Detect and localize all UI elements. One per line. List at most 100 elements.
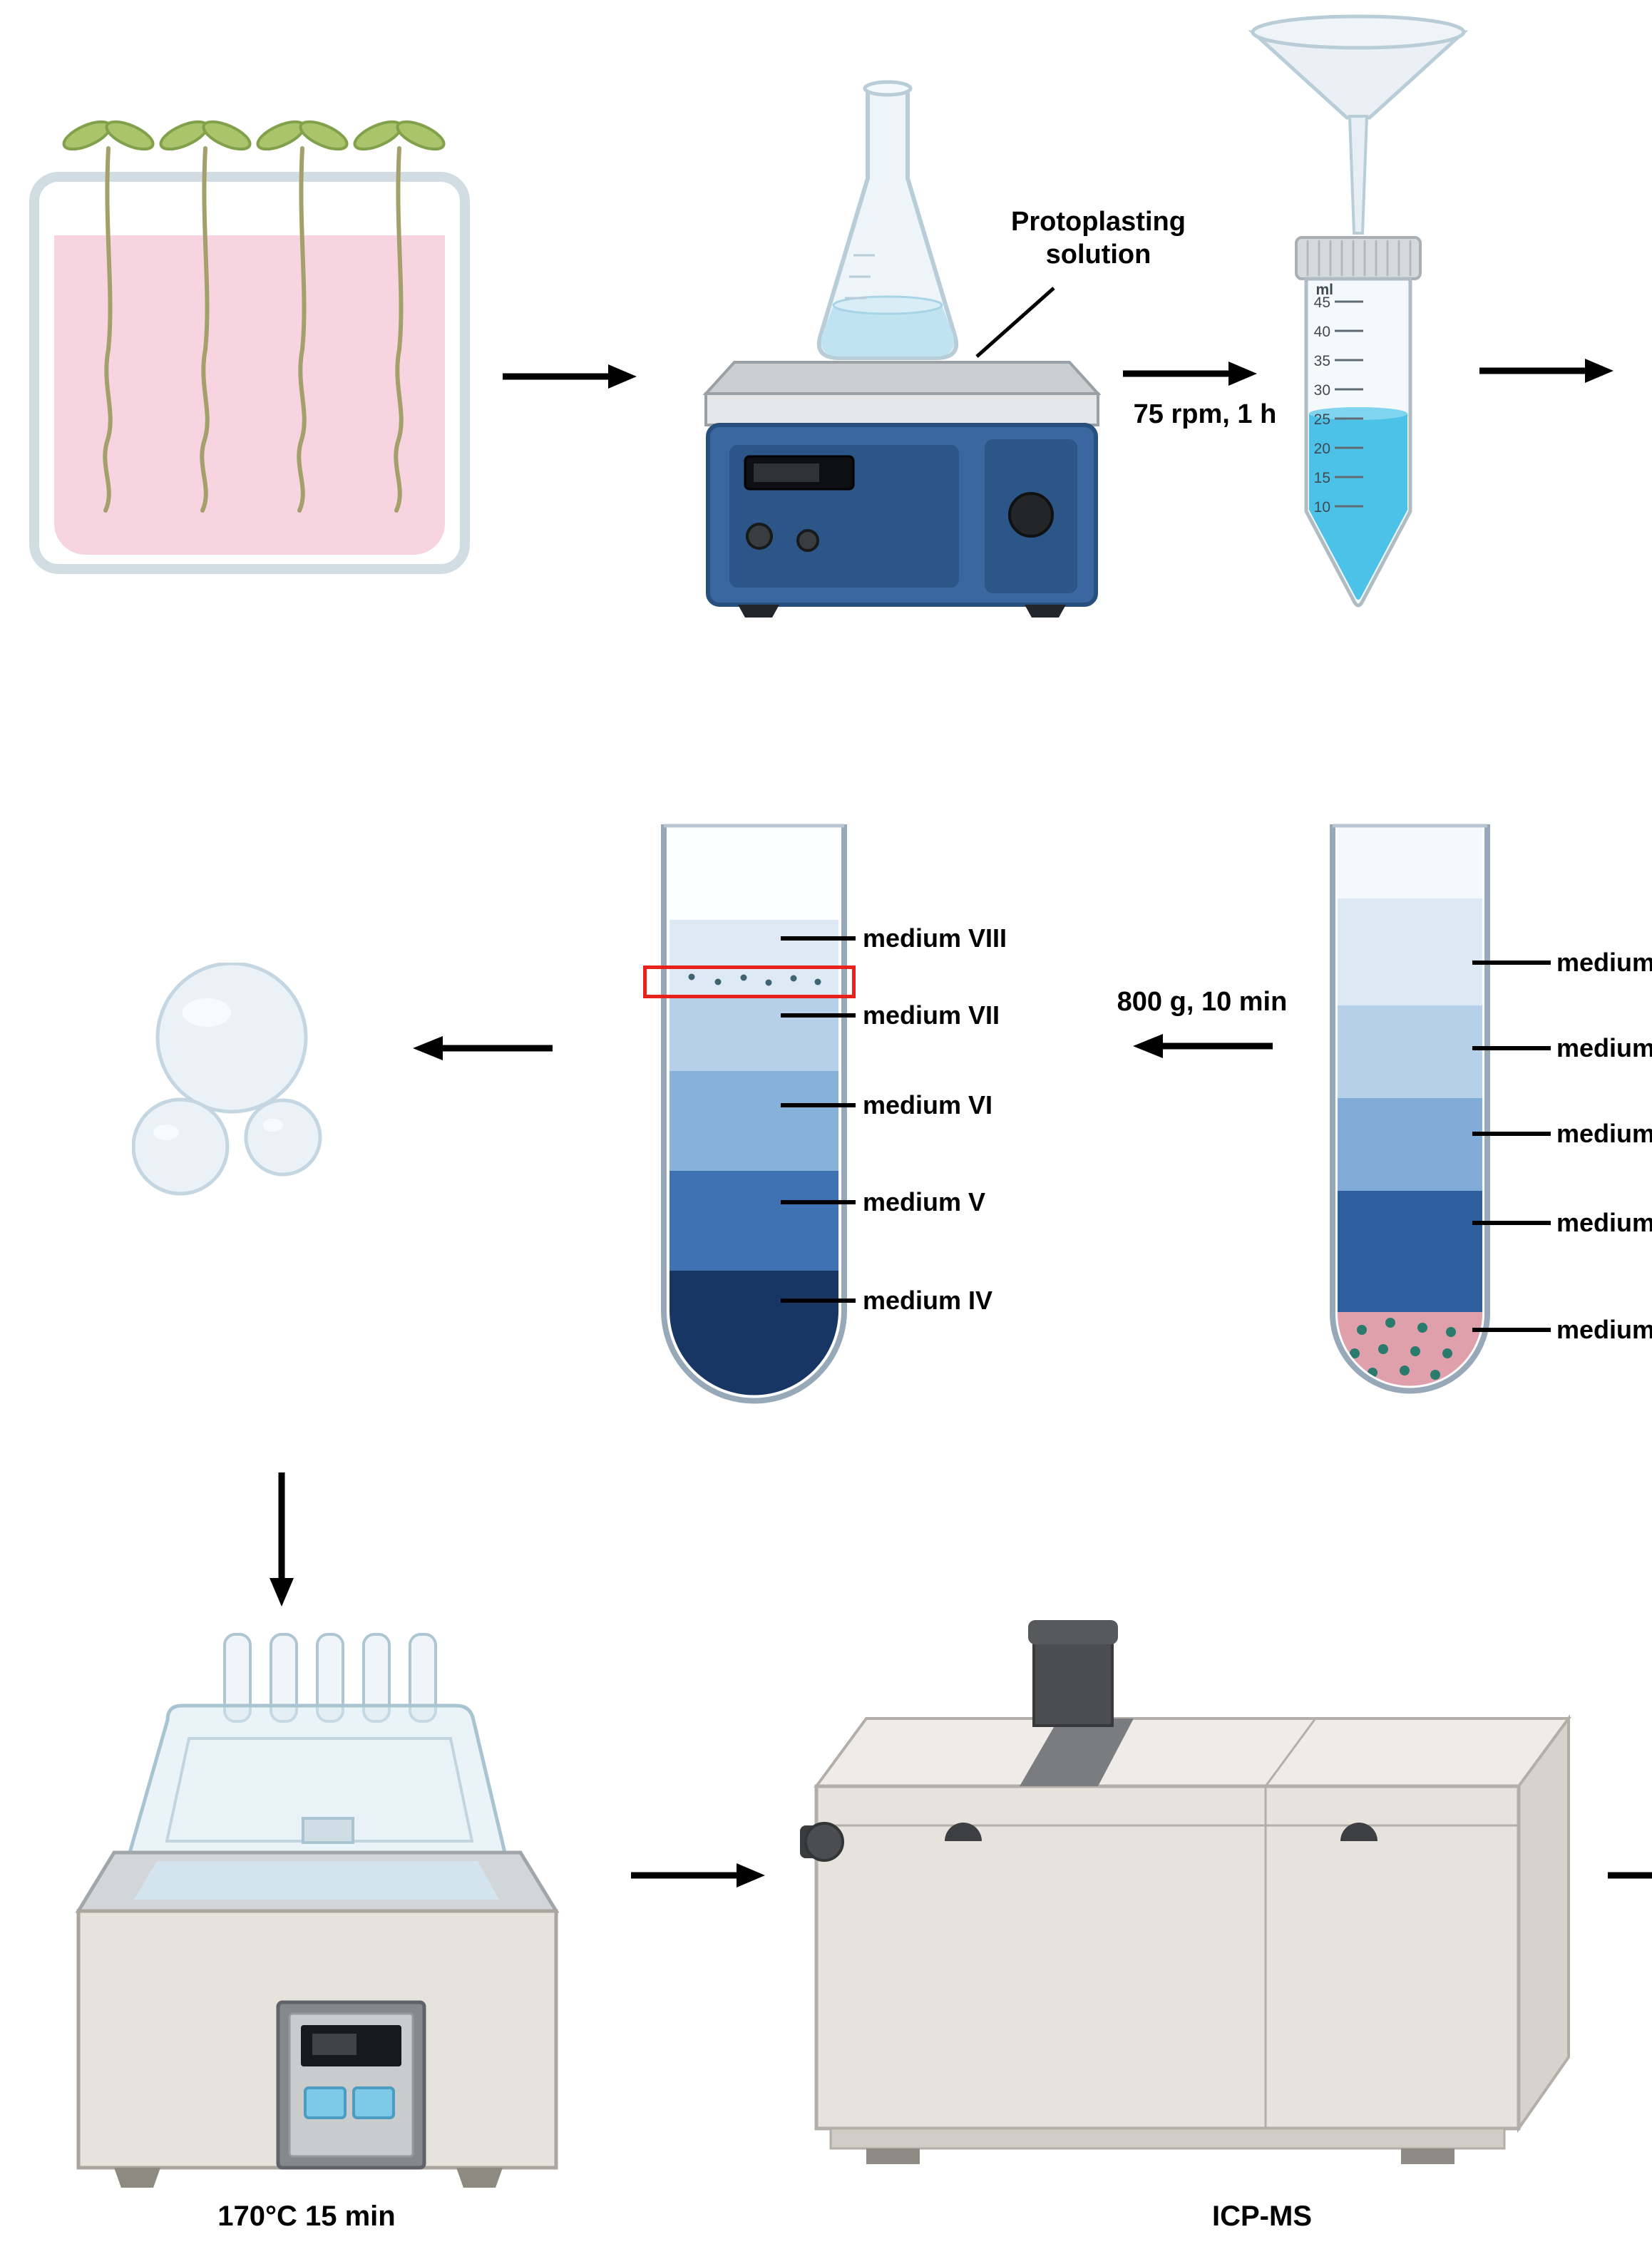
svg-text:25: 25	[1314, 411, 1330, 428]
layer-medium-vi	[669, 1071, 838, 1171]
layer-label-text: medium V	[863, 1187, 986, 1216]
bath-foot-left	[114, 2168, 160, 2188]
protoplast-band-highlight-box	[643, 965, 856, 998]
shaker-display-screen	[754, 463, 819, 482]
protoplast-band-dots	[688, 973, 821, 986]
arrow-left-4	[413, 1036, 553, 1060]
layer-label-text: medium VI	[863, 1090, 993, 1120]
svg-text:15: 15	[1314, 470, 1330, 486]
centrifuged-layer-label-2: medium	[1472, 1033, 1652, 1064]
flask-label-pointer-line	[975, 287, 1055, 358]
layer-label-text: medium	[1556, 1033, 1652, 1062]
layer-medium-vii	[669, 995, 838, 1071]
arrow-right-1	[503, 364, 637, 389]
protoplast-highlight-1	[183, 998, 231, 1027]
pellet-protoplast-dots	[1350, 1318, 1456, 1380]
instrument-base	[829, 2127, 1506, 2150]
label-tick-line	[1472, 1328, 1551, 1332]
flask-mouth	[863, 80, 913, 97]
shaker-knob-small-1	[746, 523, 773, 550]
protoplast-medium	[132, 1097, 230, 1196]
funnel-stem	[1348, 115, 1369, 235]
label-tick-line	[1472, 1132, 1551, 1136]
centrifugation-condition-label: 800 g, 10 min	[1117, 987, 1288, 1017]
shaker-platform-front	[704, 392, 1099, 426]
svg-text:30: 30	[1314, 382, 1330, 399]
falcon-liquid-surface	[1309, 407, 1407, 420]
shaker-foot-right	[1025, 605, 1066, 618]
digestion-condition-label: 170°C 15 min	[217, 2201, 396, 2232]
liquid-surface	[832, 295, 943, 315]
gradient-layer-label-vii: medium VII	[781, 1000, 1000, 1031]
label-tick-line	[781, 936, 856, 941]
flask-graduations	[845, 254, 875, 299]
centrifuged-layer-1	[1338, 898, 1482, 1005]
density-gradient-tube-illustration	[661, 824, 847, 1404]
shaker-platform-top	[702, 361, 1102, 395]
seedling-roots	[103, 146, 404, 513]
tube-wall	[1330, 824, 1490, 1394]
funnel-falcon-tube-illustration: ml 45 40 35 30 25 20 15 10	[1248, 14, 1469, 608]
gradient-layers	[669, 826, 838, 1395]
centrifuged-layer-3	[1338, 1098, 1482, 1191]
centrifuged-layers	[1338, 826, 1482, 1386]
torch-knob-cylinder	[1032, 1631, 1114, 1727]
shaker-knob-small-2	[796, 529, 819, 552]
layer-label-text: medium VII	[863, 1000, 1000, 1030]
protoplast-highlight-2	[153, 1124, 179, 1140]
gradient-layer-label-vi: medium VI	[781, 1090, 992, 1121]
instrument-side-face	[1517, 1713, 1570, 2133]
front-handle-right	[1340, 1823, 1377, 1841]
lid-handle-notch	[302, 1817, 354, 1844]
centrifuged-layer-label-4: medium	[1472, 1207, 1652, 1239]
funnel-mouth	[1251, 14, 1466, 50]
cap-ridges	[1306, 240, 1412, 276]
bath-foot-right	[456, 2168, 503, 2188]
label-tick-line	[1472, 1221, 1551, 1225]
svg-text:45: 45	[1314, 294, 1330, 311]
erlenmeyer-flask	[816, 88, 959, 360]
layer-label-text: medium IV	[863, 1286, 993, 1315]
protoplast-large	[155, 963, 308, 1114]
lid-inner-tray	[165, 1737, 474, 1843]
gradient-layer-label-v: medium V	[781, 1187, 985, 1218]
label-tick-line	[781, 1298, 856, 1303]
label-tick-line	[1472, 1046, 1551, 1050]
water-bath-illustration	[75, 1633, 560, 2188]
instrument-foot-left	[866, 2148, 920, 2164]
flask-solution-label: Protoplasting solution	[975, 205, 1221, 271]
label-tick-line	[1472, 960, 1551, 965]
label-tick-line	[781, 1103, 856, 1107]
protoplasting-solution-liquid	[821, 305, 954, 357]
layer-medium-viii	[669, 920, 838, 995]
layer-label-text: medium	[1556, 1119, 1652, 1148]
shaker-speed-knob	[1008, 492, 1054, 538]
layer-medium-v	[669, 1171, 838, 1271]
torch-column-base	[1020, 1718, 1134, 1786]
shaker-foot-left	[738, 605, 779, 618]
panel-display-screen	[312, 2034, 356, 2055]
top-seam	[1264, 1718, 1317, 1787]
side-knob	[804, 1822, 844, 1862]
front-handle-left	[945, 1823, 982, 1841]
svg-text:10: 10	[1314, 499, 1330, 516]
seedling-leaves	[62, 120, 446, 151]
label-tick-line	[781, 1013, 856, 1018]
centrifuged-layer-2	[1338, 1005, 1482, 1098]
arrow-right-2	[1123, 362, 1257, 386]
instrument-name-label: ICP-MS	[1212, 2201, 1312, 2232]
instrument-front-face	[814, 1784, 1521, 2131]
arrow-right-3	[1479, 359, 1613, 383]
flask-solution-label-line1: Protoplasting	[1011, 207, 1186, 237]
graduation-numbers: ml 45 40 35 30 25 20 15 10	[1314, 282, 1333, 516]
instrument-foot-right	[1401, 2148, 1455, 2164]
icp-ms-illustration	[800, 1620, 1571, 2164]
flask-solution-label-line2: solution	[1045, 240, 1151, 270]
graduation-ticks	[1335, 300, 1363, 508]
layer-label-text: medium	[1556, 1315, 1652, 1344]
tube-cap-ring	[1295, 236, 1422, 280]
svg-text:35: 35	[1314, 353, 1330, 369]
centrifuged-layer-label-5: medium	[1472, 1314, 1652, 1346]
shaking-condition-label: 75 rpm, 1 h	[1133, 399, 1277, 429]
layer-label-text: medium VIII	[863, 923, 1007, 953]
